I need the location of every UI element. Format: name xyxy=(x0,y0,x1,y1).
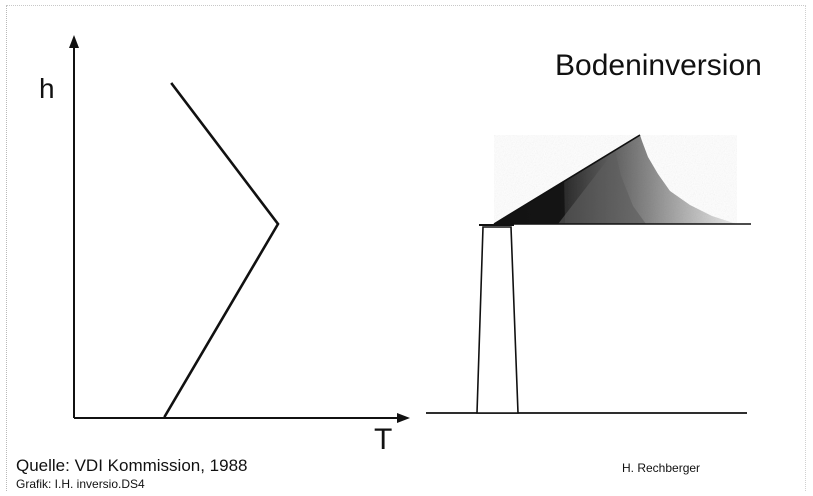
stack-body xyxy=(476,226,519,414)
ground-inversion-illustration xyxy=(426,134,751,414)
file-note: Grafik: I.H. inversio.DS4 xyxy=(16,477,145,491)
y-axis-label: h xyxy=(39,73,55,104)
inversion-profile-line xyxy=(163,82,280,418)
author-note: H. Rechberger xyxy=(622,461,701,475)
smoke-plume-mid-band xyxy=(558,150,646,224)
temperature-height-axes xyxy=(69,35,410,423)
source-note: Quelle: VDI Kommission, 1988 xyxy=(16,456,248,475)
diagram-title: Bodeninversion xyxy=(555,49,762,82)
y-axis-arrow xyxy=(69,35,79,48)
x-axis-arrow xyxy=(397,413,410,423)
plume-upper-edge xyxy=(493,134,641,225)
page-frame xyxy=(6,5,806,491)
x-axis-label: T xyxy=(374,423,393,456)
